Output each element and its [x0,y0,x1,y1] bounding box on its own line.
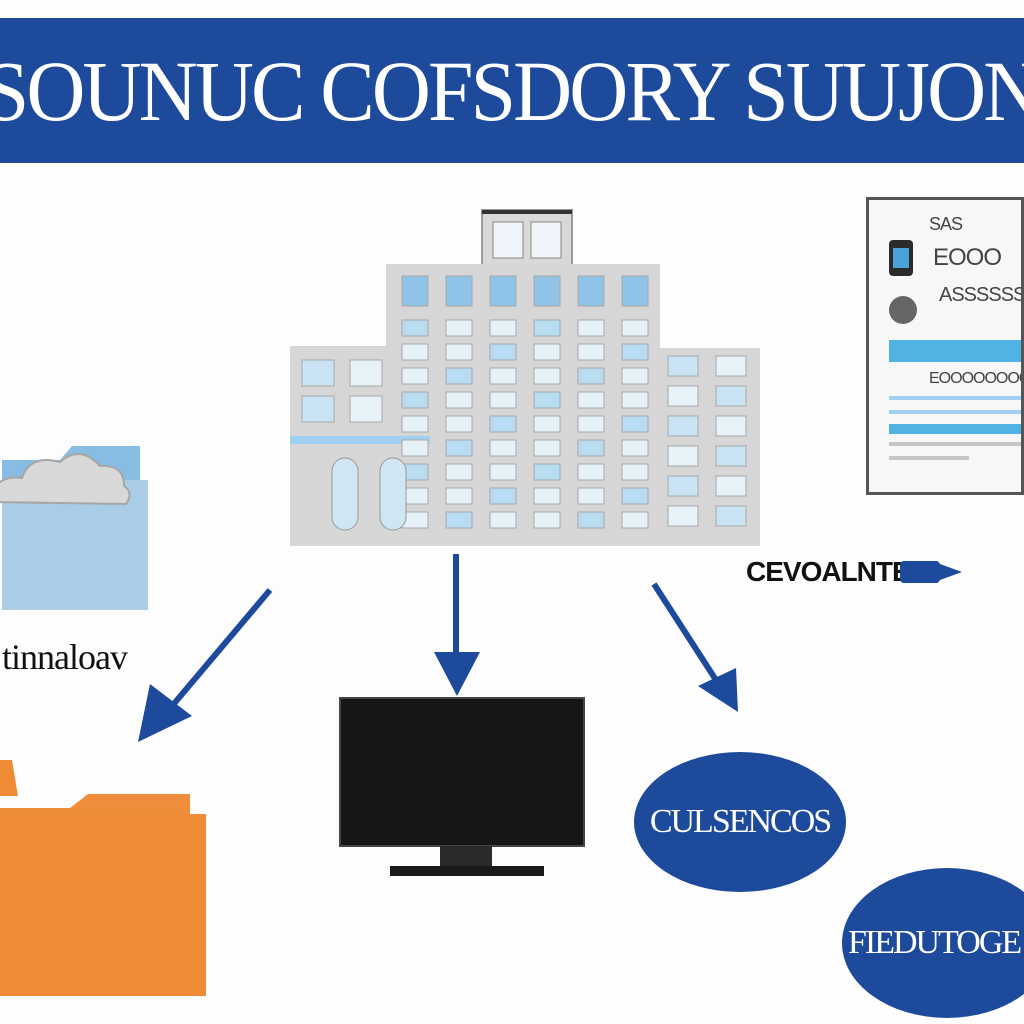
building-window [533,487,561,505]
building-window [489,367,517,385]
ellipse-top-label: CULSENCOS [649,803,832,840]
building-window [577,367,605,385]
building-window [621,319,649,337]
building-window [621,343,649,361]
building-window [715,385,747,407]
building-window [715,505,747,527]
building-window [401,367,429,385]
building-window [621,463,649,481]
building-window [301,395,335,423]
building-window [533,463,561,481]
building-window [349,395,383,423]
building-window [445,511,473,529]
building-window [621,511,649,529]
building-window [445,275,473,307]
banner-title: SOUNUC COFSDORY SUUJON [0,42,1024,139]
building-window [533,439,561,457]
building-window [445,463,473,481]
building-window [489,439,517,457]
building-window [667,385,699,407]
building-window [445,367,473,385]
building-window [577,463,605,481]
building-window [489,487,517,505]
building-window [401,319,429,337]
building-window [667,505,699,527]
document-line: ASSSSSSS [939,284,1021,306]
ellipse-top: CULSENCOS [634,752,846,892]
document-line: EOOOOOOOO [929,370,1024,387]
building-window [621,391,649,409]
building-icon [290,209,760,546]
building-window [577,275,605,307]
building-window [621,415,649,433]
building-window [489,511,517,529]
building-window [577,439,605,457]
building-window [489,463,517,481]
building-window [445,391,473,409]
building-window [577,319,605,337]
ellipse-bottom: FIEDUTOGE [842,868,1024,1018]
building-window [533,319,561,337]
building-window [715,355,747,377]
building-window [445,415,473,433]
title-banner: SOUNUC COFSDORY SUUJON [0,18,1024,163]
building-window [577,487,605,505]
building-window [401,275,429,307]
building-window [401,391,429,409]
building-window [489,415,517,433]
left-label: tinnaloav [2,637,128,677]
building-window [577,415,605,433]
building-window [577,391,605,409]
document-line: EOOO [933,244,1002,271]
building-window [621,487,649,505]
building-window [715,475,747,497]
building-window [489,391,517,409]
building-window [489,319,517,337]
building-window [489,343,517,361]
building-window [621,367,649,385]
building-window [445,319,473,337]
building-window [533,367,561,385]
cloud-folder-icon [0,446,148,610]
building-window [301,359,335,387]
building-window [445,487,473,505]
monitor-icon [339,697,585,876]
building-window [401,415,429,433]
building-window [489,275,517,307]
folder-icon [0,760,206,996]
building-window [445,343,473,361]
building-window [667,355,699,377]
building-window [715,445,747,467]
building-window [401,343,429,361]
building-window [533,391,561,409]
building-window [533,511,561,529]
building-window [667,445,699,467]
building-window [667,475,699,497]
building-window [577,343,605,361]
document-line: SAS [929,214,963,234]
right-label: CEVOALNTED [746,556,930,587]
building-window [349,359,383,387]
building-window [715,415,747,437]
building-window [621,439,649,457]
building-window [533,275,561,307]
pen-icon [900,561,962,583]
building-window [667,415,699,437]
document-icon: SAS EOOO ASSSSSSS EOOOOOOOO [866,197,1024,495]
building-window [577,511,605,529]
building-window [533,415,561,433]
building-window [401,439,429,457]
building-window [445,439,473,457]
building-window [533,343,561,361]
ellipse-bottom-label: FIEDUTOGE [848,924,1022,961]
building-window [621,275,649,307]
